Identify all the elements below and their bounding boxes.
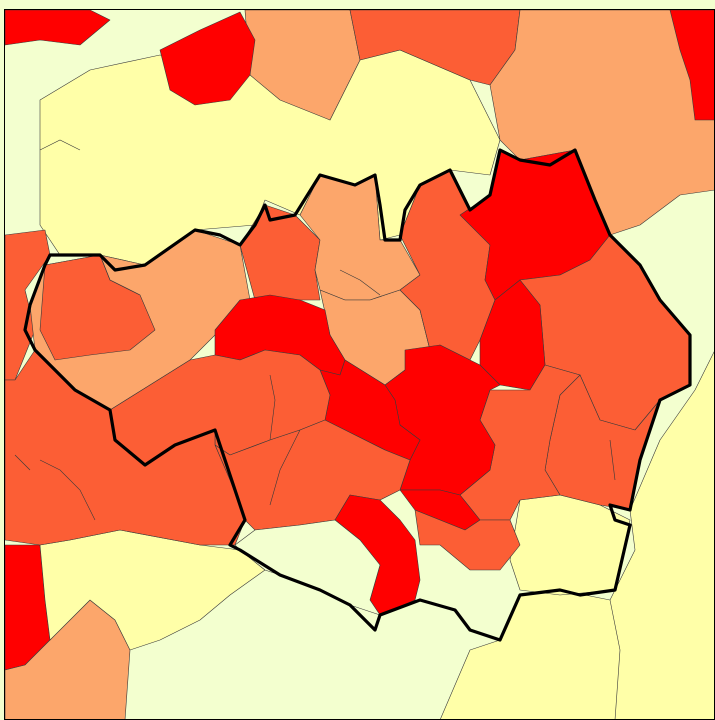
inner-line-8 [39,139,81,151]
inner-line-7 [609,439,616,481]
inner-line-4 [39,459,96,521]
inner-line-9 [609,599,621,720]
region-topright-red [669,9,715,121]
inner-line-5 [14,454,31,471]
inner-line-1 [99,254,141,296]
region-north-red [159,11,256,106]
inner-line-3 [269,429,301,506]
region-south-pale [234,519,381,616]
inner-line-2 [269,374,276,441]
inner-line-6 [339,269,381,296]
region-inner-south-edge-orange [414,509,521,571]
county-boundary [23,148,692,642]
